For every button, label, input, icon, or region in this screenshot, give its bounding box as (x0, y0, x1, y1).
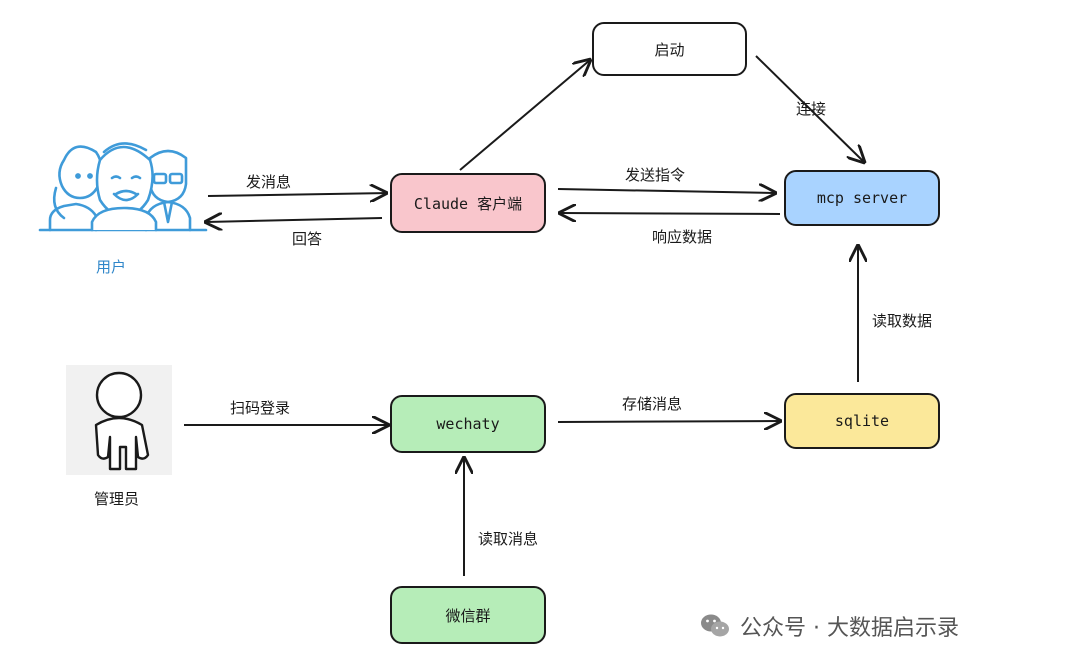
actor-admin-label: 管理员 (94, 490, 140, 508)
node-sqlite: sqlite (784, 393, 940, 449)
arrow-start (459, 60, 590, 171)
edge-label-connect: 连接 (796, 100, 827, 118)
arrow-reply (206, 218, 383, 222)
watermark-text: 公众号 · 大数据启示录 (740, 616, 959, 641)
arrow-send-msg (207, 193, 386, 196)
node-mcp-server: mcp server (784, 170, 940, 226)
node-mcp-label: mcp server (816, 189, 908, 207)
edge-label-send-msg: 发消息 (246, 173, 292, 191)
admin-icon-panel (66, 365, 172, 475)
node-claude-client: Claude 客户端 (390, 173, 546, 233)
edge-label-read-msg: 读取消息 (478, 530, 539, 548)
edge-label-resp-data: 响应数据 (652, 228, 713, 246)
edge-label-reply: 回答 (292, 230, 323, 248)
edge-label-store-msg: 存储消息 (622, 395, 683, 413)
node-weixinqun: 微信群 (390, 586, 546, 644)
node-wechaty: wechaty (390, 395, 546, 453)
actor-user-label: 用户 (96, 258, 127, 276)
node-qidong: 启动 (592, 22, 747, 76)
arrow-store-msg (557, 421, 780, 422)
edge-label-read-data: 读取数据 (872, 312, 933, 330)
user-group-icon (38, 142, 208, 232)
node-sqlite-label: sqlite (834, 412, 890, 430)
person-icon (94, 371, 150, 471)
edge-label-scan-login: 扫码登录 (230, 399, 291, 417)
node-qidong-label: 启动 (654, 40, 685, 59)
node-claude-label: Claude 客户端 (413, 194, 523, 213)
node-wechaty-label: wechaty (436, 415, 500, 433)
wechat-icon (701, 614, 729, 637)
watermark: 公众号 · 大数据启示录 (700, 610, 959, 642)
node-weixinqun-label: 微信群 (445, 606, 491, 625)
arrow-connect (755, 55, 864, 162)
arrow-send-cmd (557, 189, 775, 193)
edge-label-send-cmd: 发送指令 (625, 166, 686, 184)
arrow-resp-data (560, 213, 781, 214)
